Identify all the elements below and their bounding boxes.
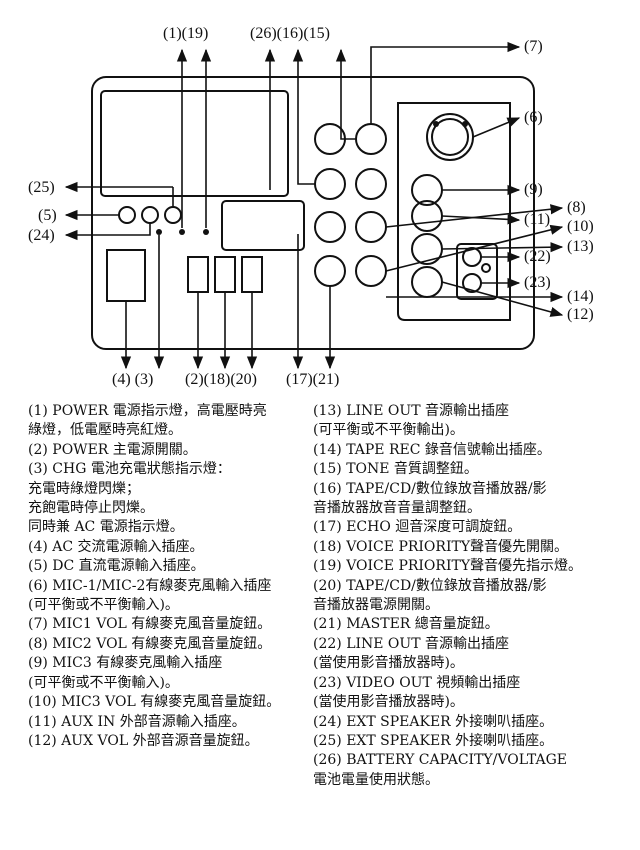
legend-item-3: (3) CHG 電池充電狀態指示燈： 充電時綠燈閃爍； 充飽電時停止閃爍。 同時… [28, 461, 231, 536]
legend-item-24: (24) EXT SPEAKER 外接喇叭插座。 [313, 713, 554, 730]
av-output-panel [456, 243, 498, 300]
voice-priority-led [203, 229, 209, 235]
knob-tone-low [314, 168, 346, 200]
player-display [221, 200, 305, 251]
legend-item-6: (6) MIC-1/MIC-2有線麥克風輸入插座 (可平衡或不平衡輸入)。 [28, 577, 272, 614]
power-switch [187, 256, 209, 293]
knob-21 [314, 255, 346, 287]
legend-item-5: (5) DC 直流電源輸入插座。 [28, 558, 205, 575]
player-power-switch [241, 256, 263, 293]
legend-item-26: (26) BATTERY CAPACITY/VOLTAGE 電池電量使用狀態。 [313, 752, 567, 788]
voice-priority-switch [214, 256, 236, 293]
callout-4-3: (4) (3) [112, 371, 153, 388]
ac-inlet [106, 249, 146, 302]
ext-speaker-jack-24 [141, 206, 159, 224]
callout-7: (7) [524, 38, 543, 55]
legend-item-22: (22) LINE OUT 音源輸出插座 (當使用影音播放器時)。 [313, 635, 509, 672]
callout-17-21: (17)(21) [286, 371, 339, 388]
battery-display [100, 90, 289, 197]
dc-jack [118, 206, 136, 224]
knob-8 [355, 211, 387, 243]
legend-item-4: (4) AC 交流電源輸入插座。 [28, 538, 204, 555]
legend-item-14: (14) TAPE REC 錄音信號輸出插座。 [313, 441, 551, 458]
panel-outline [91, 76, 535, 350]
legend-item-7: (7) MIC1 VOL 有線麥克風音量旋鈕。 [28, 616, 272, 633]
legend-item-17: (17) ECHO 迴音深度可調旋鈕。 [313, 519, 522, 536]
legend-item-25: (25) EXT SPEAKER 外接喇叭插座。 [313, 732, 554, 749]
callout-22: (22) [524, 248, 551, 265]
knob-7 [355, 168, 387, 200]
xlr-combo-jack [426, 113, 474, 161]
callout-25: (25) [28, 179, 55, 196]
legend-item-21: (21) MASTER 總音量旋鈕。 [313, 616, 499, 633]
legend-item-19: (19) VOICE PRIORITY聲音優先指示燈。 [313, 558, 583, 575]
callout-6: (6) [524, 109, 543, 126]
legend-item-8: (8) MIC2 VOL 有線麥克風音量旋鈕。 [28, 635, 272, 652]
legend-item-23: (23) VIDEO OUT 視頻輸出插座 (當使用影音播放器時)。 [313, 674, 521, 711]
legend-item-9: (9) MIC3 有線麥克風輸入插座 (可平衡或不平衡輸入)。 [28, 655, 223, 691]
jack-13 [411, 233, 443, 265]
callout-9: (9) [524, 181, 543, 198]
legend-item-2: (2) POWER 主電源開關。 [28, 441, 197, 458]
callout-12: (12) [567, 306, 594, 323]
legend-item-15: (15) TONE 音質調整鈕。 [313, 461, 478, 478]
callout-11: (11) [524, 211, 550, 228]
callout-13: (13) [567, 238, 594, 255]
legend-item-1: (1) POWER 電源指示燈，高電壓時亮 綠燈，低電壓時亮紅燈。 [28, 403, 267, 439]
panel-diagram: (1)(19) (26)(16)(15) (7) (6) (25) (5) (2… [28, 25, 594, 388]
legend-right-column: (13) LINE OUT 音源輸出插座 (可平衡或不平衡輸出)。 (14) T… [313, 402, 635, 790]
legend-item-11: (11) AUX IN 外部音源輸入插座。 [28, 713, 246, 730]
legend-item-10: (10) MIC3 VOL 有線麥克風音量旋鈕。 [28, 694, 281, 711]
callout-10: (10) [567, 218, 594, 235]
callout-24: (24) [28, 227, 55, 244]
knob-10 [355, 255, 387, 287]
callout-5: (5) [38, 207, 57, 224]
power-led [179, 229, 185, 235]
chg-led [156, 229, 162, 235]
jack-12 [411, 266, 443, 298]
input-bay [397, 102, 511, 321]
knob-15 [355, 123, 387, 155]
legend-item-16: (16) TAPE/CD/數位錄放音播放器/影 音播放器放音音量調整鈕。 [313, 480, 547, 517]
knob-17 [314, 211, 346, 243]
callout-1-19: (1)(19) [163, 25, 208, 42]
callout-14: (14) [567, 288, 594, 305]
callout-2-18-20: (2)(18)(20) [185, 371, 257, 388]
legend-item-13: (13) LINE OUT 音源輸出插座 (可平衡或不平衡輸出)。 [313, 403, 509, 439]
legend-left-column: (1) POWER 電源指示燈，高電壓時亮 綠燈，低電壓時亮紅燈。 (2) PO… [28, 402, 314, 751]
callout-8: (8) [567, 199, 586, 216]
callout-26-16-15: (26)(16)(15) [250, 25, 330, 42]
legend-item-20: (20) TAPE/CD/數位錄放音播放器/影 音播放器電源開關。 [313, 577, 547, 614]
callout-23: (23) [524, 274, 551, 291]
legend-item-18: (18) VOICE PRIORITY聲音優先開關。 [313, 538, 569, 555]
ext-speaker-jack-25 [164, 206, 182, 224]
legend-item-12: (12) AUX VOL 外部音源音量旋鈕。 [28, 732, 259, 749]
